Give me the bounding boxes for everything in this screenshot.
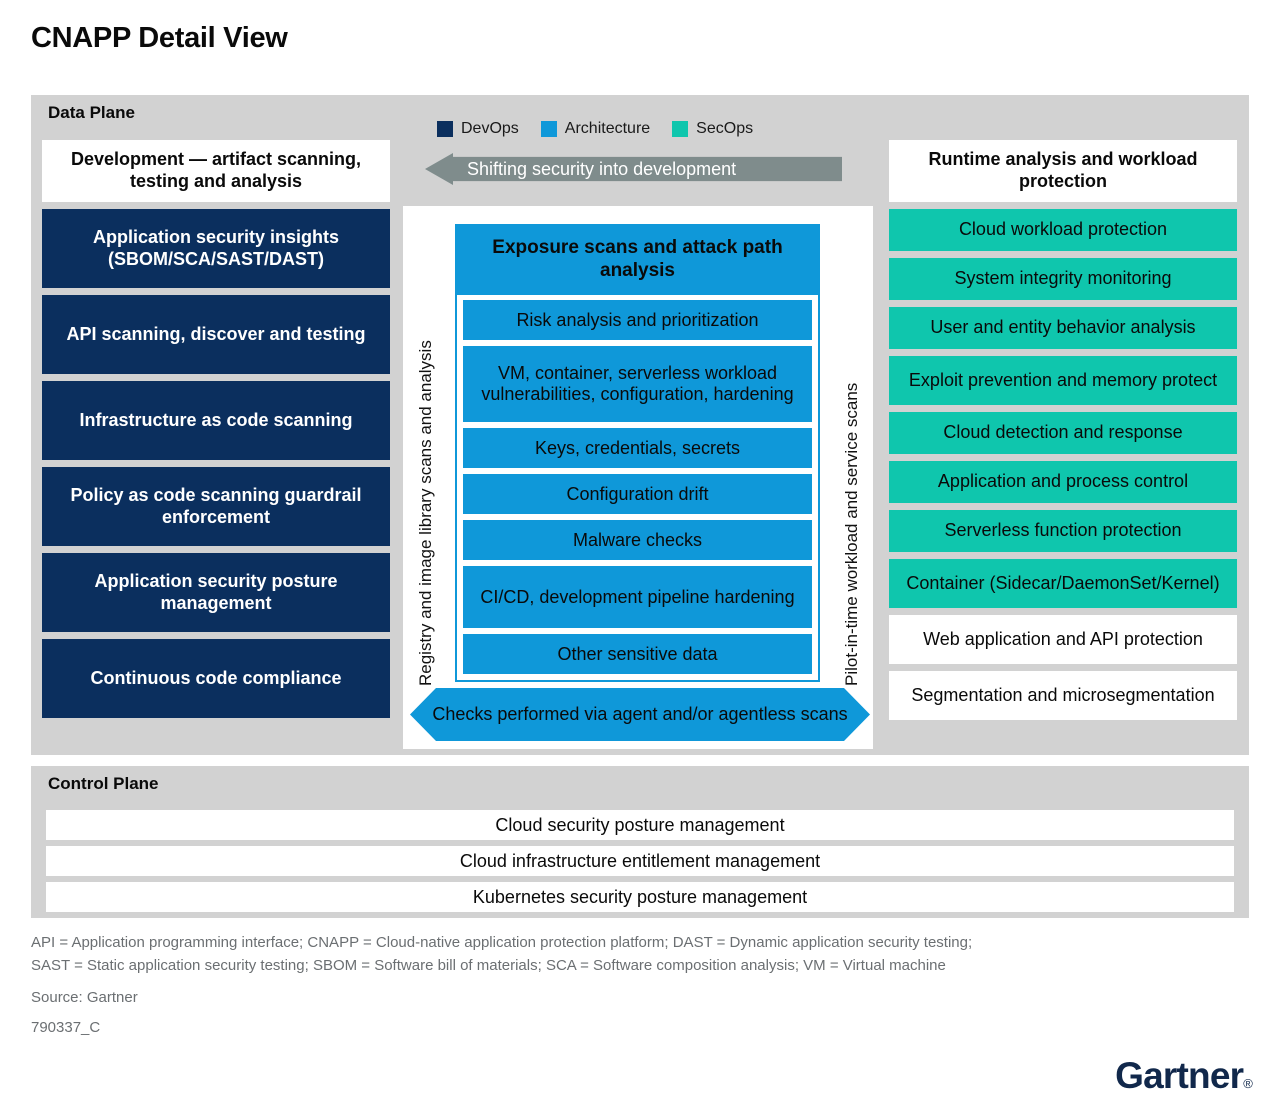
legend: DevOps Architecture SecOps	[437, 120, 753, 138]
secops-box[interactable]: Exploit prevention and memory protect	[889, 356, 1237, 405]
control-plane-item[interactable]: Kubernetes security posture management	[46, 882, 1234, 912]
secops-box[interactable]: Serverless function protection	[889, 510, 1237, 552]
secops-box[interactable]: Application and process control	[889, 461, 1237, 503]
development-column: Development — artifact scanning, testing…	[42, 140, 390, 718]
architecture-box[interactable]: CI/CD, development pipeline hardening	[463, 566, 812, 629]
white-box[interactable]: Web application and API protection	[889, 615, 1237, 664]
devops-box[interactable]: Policy as code scanning guardrail enforc…	[42, 467, 390, 546]
registered-trademark-icon: ®	[1243, 1076, 1253, 1091]
devops-box[interactable]: API scanning, discover and testing	[42, 295, 390, 374]
legend-swatch-devops-icon	[437, 121, 453, 137]
legend-swatch-architecture-icon	[540, 121, 557, 137]
legend-item-secops: SecOps	[672, 120, 753, 138]
exposure-scans-items: Risk analysis and prioritization VM, con…	[455, 295, 820, 683]
shift-left-arrow-icon: Shifting security into development	[425, 153, 842, 185]
control-plane-rows: Cloud security posture management Cloud …	[46, 810, 1234, 912]
secops-box[interactable]: System integrity monitoring	[889, 258, 1237, 300]
gartner-logo-text: Gartner	[1115, 1055, 1244, 1096]
control-plane-section: Control Plane Cloud security posture man…	[31, 766, 1249, 918]
control-plane-item[interactable]: Cloud infrastructure entitlement managem…	[46, 846, 1234, 876]
legend-label-architecture: Architecture	[564, 120, 651, 137]
exposure-scans-group: Exposure scans and attack path analysis …	[455, 224, 820, 683]
source-note: Source: Gartner	[31, 989, 138, 1006]
abbreviations-line-2: SAST = Static application security testi…	[31, 956, 946, 974]
legend-item-devops: DevOps	[437, 120, 519, 138]
shift-left-arrow-label: Shifting security into development	[467, 158, 737, 179]
devops-box[interactable]: Continuous code compliance	[42, 639, 390, 718]
legend-label-secops: SecOps	[696, 120, 754, 137]
secops-box[interactable]: Cloud detection and response	[889, 412, 1237, 454]
secops-box[interactable]: User and entity behavior analysis	[889, 307, 1237, 349]
checks-performed-arrow: Checks performed via agent and/or agentl…	[410, 688, 870, 741]
architecture-box[interactable]: Other sensitive data	[463, 634, 812, 675]
white-box[interactable]: Segmentation and microsegmentation	[889, 671, 1237, 720]
legend-item-architecture: Architecture	[540, 120, 651, 138]
control-plane-item[interactable]: Cloud security posture management	[46, 810, 1234, 840]
legend-label-devops: DevOps	[461, 120, 519, 137]
architecture-box[interactable]: Risk analysis and prioritization	[463, 300, 812, 341]
devops-box[interactable]: Application security insights (SBOM/SCA/…	[42, 209, 390, 288]
legend-swatch-secops-icon	[672, 121, 689, 137]
devops-box[interactable]: Infrastructure as code scanning	[42, 381, 390, 460]
data-plane-label: Data Plane	[48, 103, 135, 122]
devops-box[interactable]: Application security posture management	[42, 553, 390, 632]
architecture-box[interactable]: Configuration drift	[463, 474, 812, 515]
control-plane-label: Control Plane	[48, 774, 159, 793]
development-column-heading: Development — artifact scanning, testing…	[42, 140, 390, 202]
architecture-box[interactable]: VM, container, serverless workload vulne…	[463, 346, 812, 423]
secops-box[interactable]: Cloud workload protection	[889, 209, 1237, 251]
abbreviations-line-1: API = Application programming interface;…	[31, 934, 973, 951]
secops-box[interactable]: Container (Sidecar/DaemonSet/Kernel)	[889, 559, 1237, 608]
figure-code: 790337_C	[31, 1019, 101, 1036]
architecture-box[interactable]: Keys, credentials, secrets	[463, 428, 812, 469]
architecture-box[interactable]: Malware checks	[463, 520, 812, 561]
exposure-scans-heading: Exposure scans and attack path analysis	[455, 224, 820, 296]
page-title: CNAPP Detail View	[31, 22, 288, 54]
runtime-scans-vertical-label: Pilot-in-time workload and service scans	[842, 382, 861, 686]
registry-scans-vertical-label: Registry and image library scans and ana…	[416, 340, 435, 686]
gartner-logo: Gartner®	[1115, 1055, 1253, 1097]
runtime-column-heading: Runtime analysis and workload protection	[889, 140, 1237, 202]
abbreviations: API = Application programming interface;…	[31, 932, 1231, 977]
runtime-column: Runtime analysis and workload protection…	[889, 140, 1237, 720]
center-panel: Registry and image library scans and ana…	[403, 206, 873, 749]
